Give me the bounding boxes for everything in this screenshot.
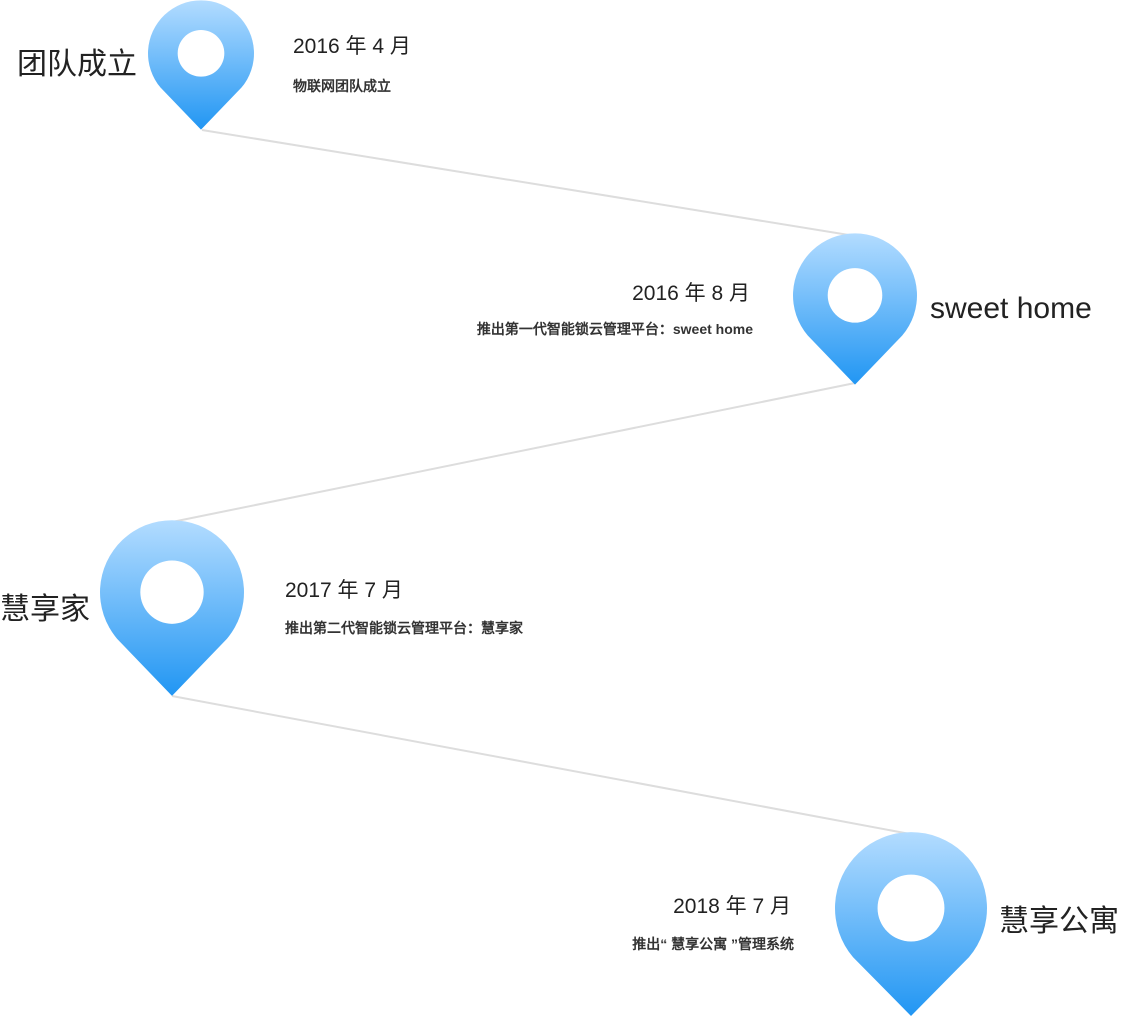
- milestone-date: 2017 年 7 月: [285, 579, 403, 602]
- milestone-title: 慧享家: [0, 593, 90, 626]
- milestone-description: 物联网团队成立: [293, 78, 391, 94]
- connector-line: [171, 695, 911, 835]
- location-pin-icon: [100, 520, 245, 696]
- location-pin-icon: [793, 233, 917, 385]
- milestone-description: 推出第二代智能锁云管理平台：慧享家: [285, 620, 523, 636]
- connector-line: [201, 129, 856, 237]
- connector-line: [171, 382, 856, 523]
- location-pin-icon: [148, 0, 254, 130]
- milestone-date: 2016 年 8 月: [632, 282, 750, 305]
- milestone-title: 团队成立: [17, 48, 137, 81]
- milestone-description: 推出“ 慧享公寓 ”管理系统: [632, 936, 794, 952]
- milestone-date: 2018 年 7 月: [673, 895, 791, 918]
- milestone-title: 慧享公寓: [999, 905, 1119, 938]
- milestone-title: sweet home: [930, 292, 1092, 325]
- milestone-date: 2016 年 4 月: [293, 35, 411, 58]
- location-pin-icon: [835, 832, 987, 1016]
- milestone-description: 推出第一代智能锁云管理平台：sweet home: [476, 321, 753, 337]
